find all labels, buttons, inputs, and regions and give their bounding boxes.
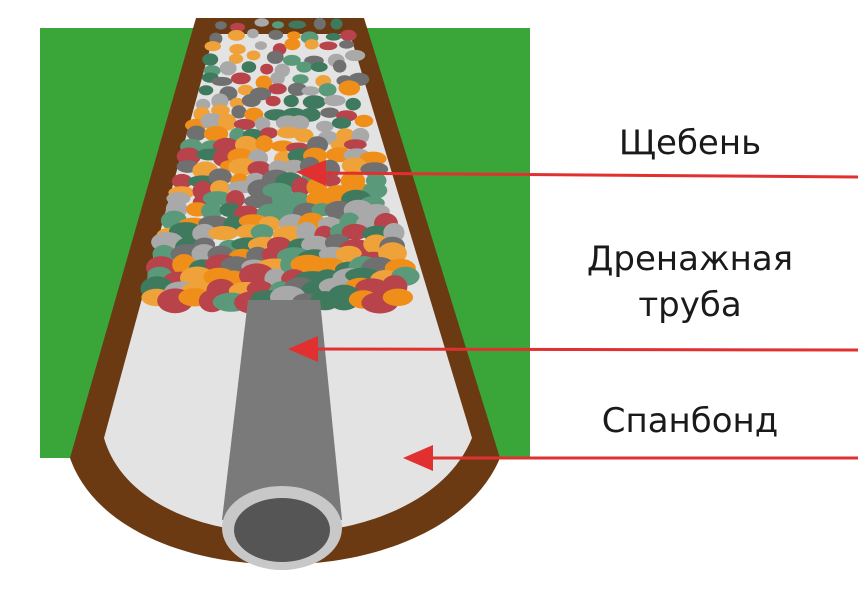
gravel-stone — [202, 191, 232, 206]
gravel-stone — [318, 83, 337, 97]
gravel-stone — [268, 83, 287, 95]
gravel-stone — [283, 94, 299, 108]
gravel-stone — [255, 135, 273, 153]
spunbond-label: Спанбонд — [601, 401, 779, 441]
gravel-stone — [228, 53, 244, 64]
gravel-stone — [204, 41, 221, 52]
arrow-left-icon — [296, 160, 859, 186]
gravel-layer — [140, 17, 420, 314]
pipe-label-line1: Дренажная — [586, 239, 794, 279]
gravel-stone — [246, 50, 261, 61]
gravel-stone — [203, 125, 229, 142]
gravel-stone — [215, 21, 227, 30]
gravel-stone — [231, 105, 247, 119]
gravel-stone — [272, 21, 284, 29]
gravel-stone — [331, 117, 352, 129]
gravel-stone — [325, 33, 342, 41]
gravel-stone — [292, 74, 309, 84]
gravel-stone — [343, 139, 367, 151]
gravel-stone — [341, 223, 369, 240]
pipe-label-line2: труба — [638, 285, 742, 325]
gravel-stone — [233, 118, 256, 130]
gravel-stone — [313, 17, 326, 30]
gravel-stone — [276, 126, 300, 139]
gravel-stone — [266, 50, 284, 64]
gravel-stone — [201, 202, 223, 220]
gravel-stone — [316, 120, 334, 133]
gravel-stone — [304, 39, 319, 50]
gravel-stone — [302, 95, 326, 109]
gravel-stone — [283, 54, 301, 66]
gravel-stone — [202, 53, 219, 66]
gravel-stone — [333, 59, 347, 73]
gravel-stone — [339, 40, 355, 49]
gravel-stone — [208, 226, 239, 241]
gravel-stone — [359, 151, 387, 166]
gravel-stone — [288, 115, 310, 131]
gravel-stone — [198, 85, 214, 96]
gravel-stone — [218, 113, 237, 131]
gravel-stone — [211, 76, 233, 86]
pipe-opening — [234, 498, 330, 562]
gravel-stone — [200, 113, 224, 130]
gravel-stone — [354, 114, 374, 128]
gravel-stone — [345, 97, 361, 111]
gravel-stone — [268, 29, 284, 40]
gravel-stone — [301, 86, 320, 96]
gravel-stone — [247, 161, 272, 177]
gravel-stone — [186, 125, 207, 141]
gravel-stone — [219, 61, 237, 76]
gravel-stone — [310, 62, 328, 72]
gravel-stone — [283, 159, 306, 174]
gravel-stone — [382, 288, 414, 306]
gravel-stone — [338, 80, 361, 96]
gravel-stone — [294, 128, 314, 143]
gravel-stone — [319, 41, 338, 51]
gravel-stone — [345, 49, 366, 62]
gravel-stone — [336, 128, 355, 143]
gravel-stone — [284, 38, 301, 51]
gravel-stone — [211, 104, 230, 117]
gravel-stone — [241, 94, 261, 107]
gravel-stone — [255, 75, 273, 90]
gravel-stone — [250, 224, 274, 241]
gravel-stone — [254, 18, 269, 27]
arrow-left-icon — [288, 336, 859, 362]
gravel-stone — [229, 44, 246, 55]
gravel-stone — [227, 30, 245, 41]
gravel-stone — [230, 22, 245, 32]
gravel-stone — [265, 95, 281, 107]
gravel-stone — [323, 94, 346, 107]
gravel-stone — [287, 31, 301, 40]
gravel-stone — [260, 63, 274, 75]
gravel-stone — [241, 61, 257, 73]
gravel-stone — [171, 173, 193, 189]
gravel-stone — [237, 84, 254, 96]
gravel-stone — [247, 28, 259, 39]
gravel-stone — [254, 41, 267, 50]
gravel-label: Щебень — [618, 123, 762, 163]
gravel-stone — [296, 61, 313, 73]
arrow-left-icon — [403, 445, 858, 471]
gravel-stone — [330, 18, 343, 30]
gravel-stone — [320, 107, 340, 118]
gravel-stone — [340, 29, 357, 41]
pipe-label: Дренажная труба — [560, 236, 820, 328]
gravel-stone — [288, 20, 307, 29]
gravel-stone — [270, 71, 285, 85]
gravel-stone — [192, 223, 217, 244]
gravel-stone — [208, 168, 232, 186]
gravel-stone — [231, 72, 251, 85]
